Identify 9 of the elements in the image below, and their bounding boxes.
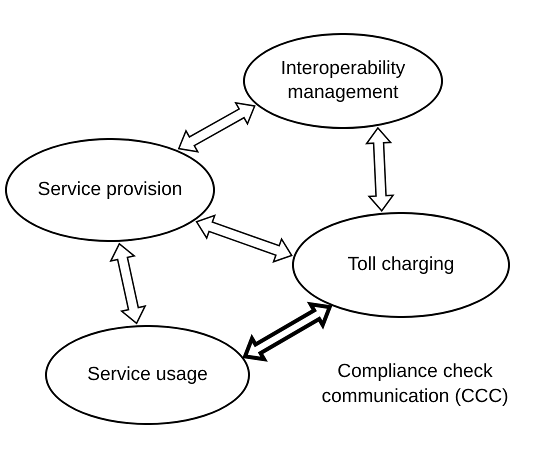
double-arrow — [365, 126, 395, 212]
double-arrow — [195, 214, 293, 263]
double-arrow — [109, 242, 146, 324]
node-label: Service provision — [36, 178, 184, 202]
node-label: Service usage — [86, 363, 209, 387]
node-label: Toll charging — [346, 253, 456, 277]
node-label: Interoperability management — [280, 57, 406, 105]
double-arrow — [178, 102, 256, 153]
double-arrow — [242, 302, 332, 362]
